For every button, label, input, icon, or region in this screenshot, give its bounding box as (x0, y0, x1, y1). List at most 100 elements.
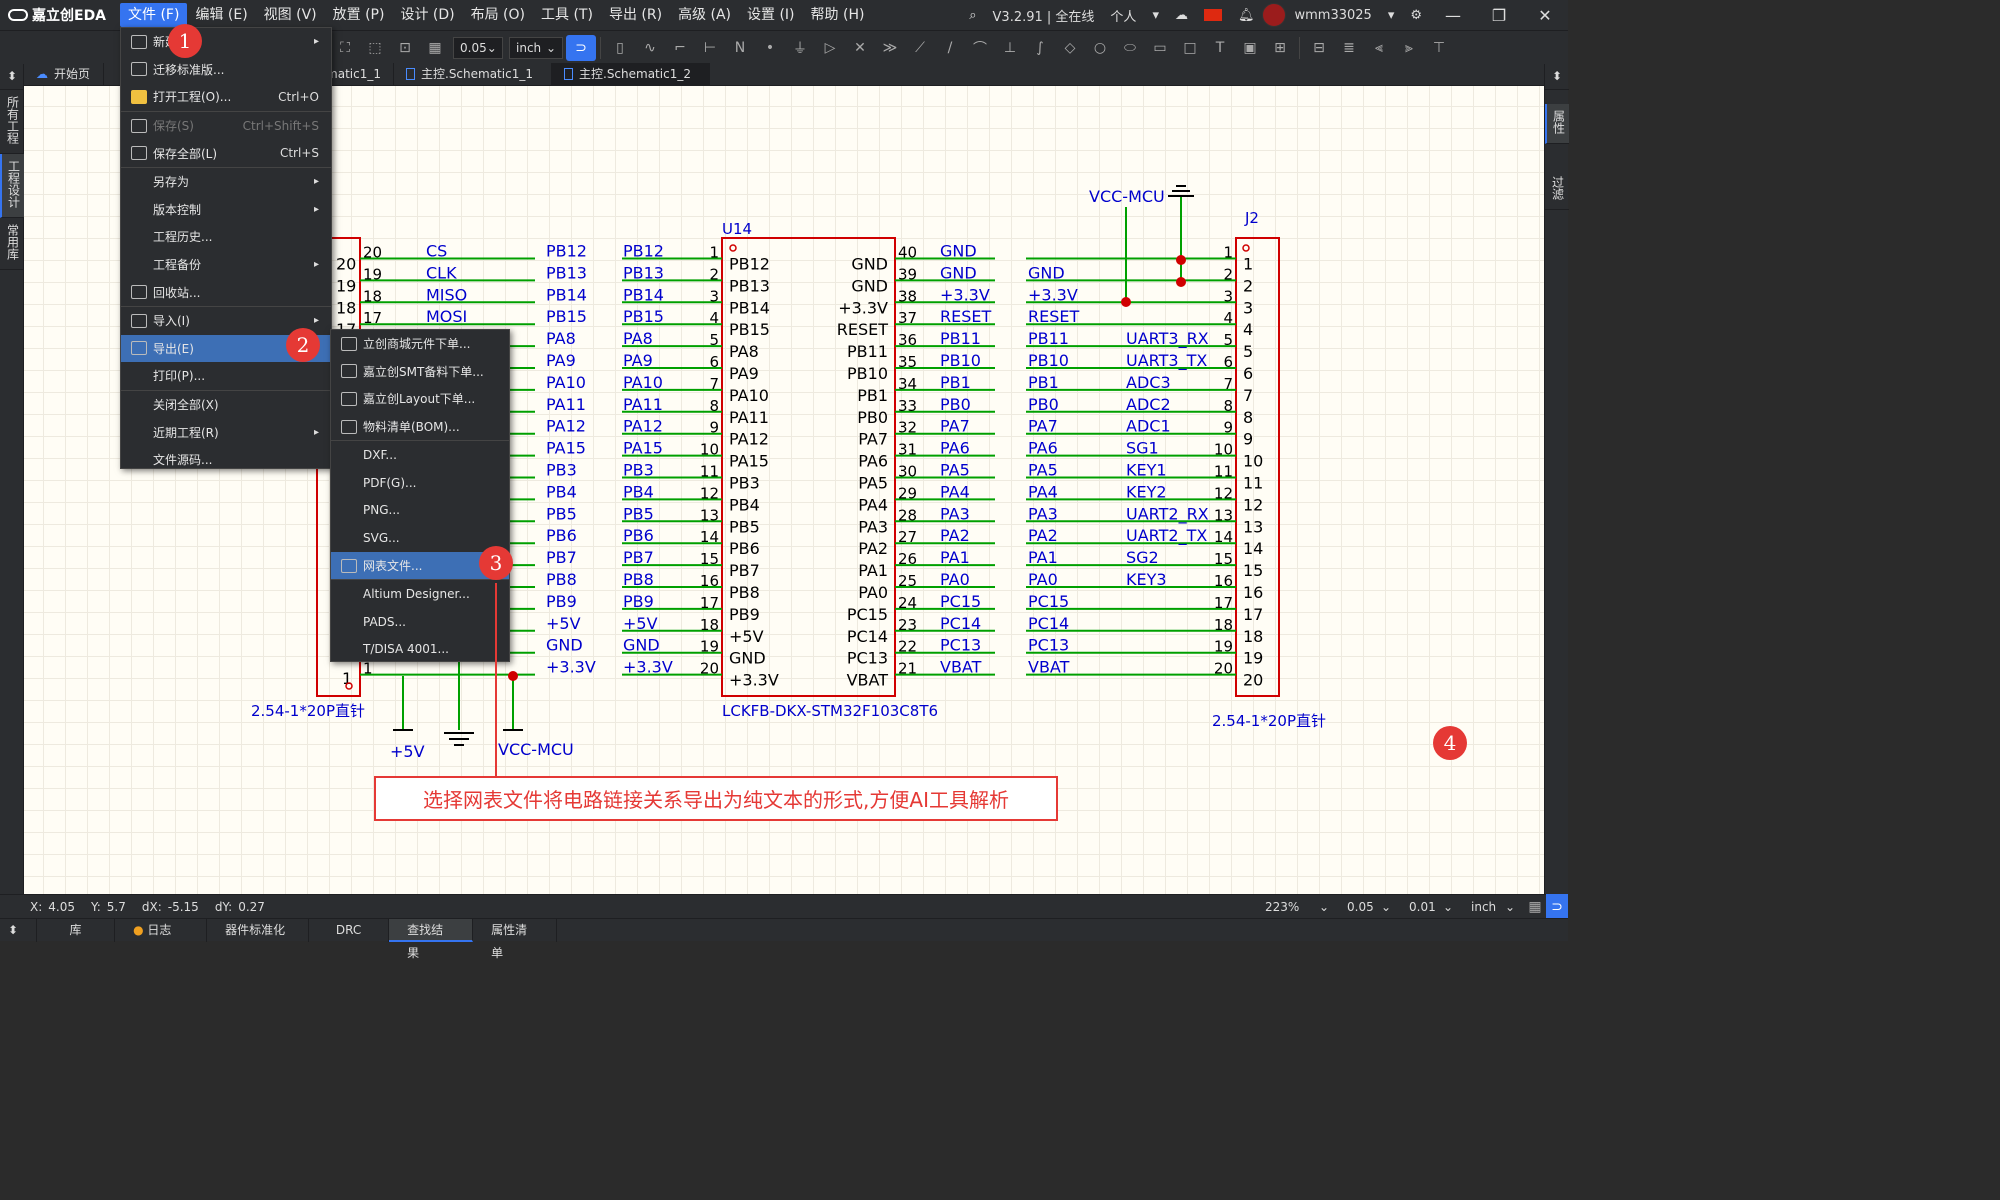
net-label[interactable]: PA8 (623, 329, 653, 348)
annotate-icon[interactable]: ⊟ (1313, 39, 1325, 56)
snap-toggle-icon[interactable]: ⊃ (1546, 893, 1568, 920)
frame-icon[interactable]: ▭ (1153, 39, 1167, 56)
net-label[interactable]: GND (623, 636, 660, 655)
power-icon[interactable]: ⏚ (793, 40, 807, 57)
export-menu-item-7[interactable]: SVG... (331, 524, 509, 552)
menu-7[interactable]: 导出 (R) (608, 7, 663, 23)
net-label[interactable]: PA2 (940, 526, 970, 545)
file-menu-item-0[interactable]: 新建▸ (121, 28, 331, 56)
btab-library[interactable]: 库 (37, 918, 116, 942)
menu-10[interactable]: 帮助 (H) (810, 7, 865, 23)
net-label[interactable]: PB11 (1028, 329, 1069, 348)
file-menu-item-15[interactable]: 文件源码... (121, 446, 331, 474)
signal-label[interactable]: KEY1 (1126, 461, 1167, 480)
restore-icon[interactable]: ❐ (1491, 5, 1507, 25)
chevron-down-icon[interactable]: ▾ (1152, 7, 1159, 23)
file-menu-item-5[interactable]: 另存为▸ (121, 168, 331, 196)
net-label[interactable]: PA1 (1028, 548, 1058, 567)
btab-drc[interactable]: DRC (309, 918, 390, 942)
bell-icon[interactable]: 🔔︎ (1237, 7, 1255, 23)
netlabel-icon[interactable]: N (734, 39, 746, 56)
menu-1[interactable]: 编辑 (E) (195, 7, 248, 23)
signal-label[interactable]: SG1 (1126, 439, 1159, 458)
file-menu-item-7[interactable]: 工程历史... (121, 223, 331, 251)
menu-6[interactable]: 工具 (T) (541, 7, 593, 23)
net-label[interactable]: +3.3V (1028, 285, 1078, 304)
net-label[interactable]: PB3 (546, 461, 577, 480)
j2-body[interactable] (1235, 237, 1280, 697)
pin-icon[interactable]: ⊥ (1003, 39, 1017, 56)
tab-start-page[interactable]: ☁开始页 (24, 63, 104, 85)
net-label[interactable]: PA4 (940, 482, 970, 501)
net-label[interactable]: PA9 (623, 351, 653, 370)
username[interactable]: wmm33025 (1294, 7, 1372, 23)
net-label[interactable]: PA8 (546, 329, 576, 348)
net-label[interactable]: PA10 (623, 373, 663, 392)
net-label[interactable]: PA6 (940, 439, 970, 458)
net-label[interactable]: PC13 (940, 636, 981, 655)
menu-4[interactable]: 设计 (D) (400, 7, 455, 23)
signal-label[interactable]: UART2_RX (1126, 504, 1209, 524)
export-menu-item-4[interactable]: DXF... (331, 441, 509, 469)
align-top-icon[interactable]: ⊤ (1432, 39, 1446, 56)
signal-label[interactable]: KEY2 (1126, 482, 1167, 501)
net-label[interactable]: PB14 (623, 285, 664, 304)
signal-label[interactable]: MISO (426, 285, 467, 304)
file-menu-item-4[interactable]: 保存全部(L)Ctrl+S (121, 139, 331, 167)
file-menu-item-1[interactable]: 迁移标准版... (121, 56, 331, 84)
net-label[interactable]: GND (940, 242, 977, 261)
snap-icon[interactable]: ⊃ (566, 34, 596, 61)
right-tab-properties[interactable]: 属性 (1545, 104, 1569, 144)
arc-icon[interactable]: ⌒ (973, 40, 987, 57)
right-tab-filter[interactable]: 过滤 (1545, 170, 1569, 210)
left-tab-project-design[interactable]: 工程设计 (0, 154, 24, 218)
port-icon[interactable]: ▷ (824, 39, 836, 56)
pin-panel-icon[interactable]: ⬍ (0, 64, 24, 90)
net-label[interactable]: PB10 (940, 351, 981, 370)
align-right-icon[interactable]: ⫸ (1405, 39, 1413, 56)
export-menu-item-9[interactable]: Altium Designer... (331, 580, 509, 608)
menu-0[interactable]: 文件 (F) (120, 3, 188, 27)
net-label[interactable]: +5V (623, 614, 658, 633)
net-label[interactable]: PA3 (1028, 504, 1058, 523)
rectangle-icon[interactable]: □ (1183, 39, 1197, 56)
grid1-select[interactable]: 0.05⌄ (1341, 896, 1397, 918)
file-menu-item-10[interactable]: 导入(I)▸ (121, 307, 331, 335)
net-label[interactable]: GND (1028, 263, 1065, 282)
net-label[interactable]: PB13 (623, 263, 664, 282)
circle-icon[interactable]: ○ (1093, 39, 1107, 56)
signal-label[interactable]: UART2_TX (1126, 526, 1207, 546)
menu-2[interactable]: 视图 (V) (263, 7, 317, 23)
signal-label[interactable]: KEY3 (1126, 570, 1167, 589)
net-label[interactable]: GND (546, 636, 583, 655)
net-label[interactable]: PB0 (1028, 395, 1059, 414)
image-icon[interactable]: ▣ (1243, 39, 1257, 56)
text-icon[interactable]: T (1215, 39, 1225, 56)
chevron-down-icon[interactable]: ▾ (1387, 7, 1395, 23)
file-menu-item-2[interactable]: 打开工程(O)...Ctrl+O (121, 83, 331, 111)
export-menu-item-0[interactable]: 立创商城元件下单... (331, 330, 509, 358)
zoom-area-icon[interactable]: ⬚ (368, 39, 382, 56)
close-icon[interactable]: ✕ (1538, 5, 1552, 25)
file-menu-item-6[interactable]: 版本控制▸ (121, 196, 331, 224)
signal-label[interactable]: UART3_TX (1126, 351, 1207, 371)
net-label[interactable]: VBAT (940, 658, 982, 677)
grid-toggle-icon[interactable]: ▦ (1528, 898, 1542, 915)
net-label[interactable]: PA7 (1028, 417, 1058, 436)
grid-icon[interactable]: ▦ (428, 39, 442, 56)
btab-log[interactable]: ● 日志 (115, 918, 208, 942)
net-label[interactable]: PB5 (546, 504, 577, 523)
net-label[interactable]: PA15 (623, 439, 663, 458)
btab-property-list[interactable]: 属性清单 (473, 918, 558, 960)
net-label[interactable]: PB10 (1028, 351, 1069, 370)
file-menu-item-9[interactable]: 回收站... (121, 278, 331, 306)
net-label[interactable]: PB6 (623, 526, 654, 545)
menu-8[interactable]: 高级 (A) (678, 7, 732, 23)
china-flag-icon[interactable] (1203, 9, 1222, 21)
fit-icon[interactable]: ⛶ (340, 39, 350, 56)
file-menu-item-14[interactable]: 近期工程(R)▸ (121, 418, 331, 446)
net-label[interactable]: PA11 (623, 395, 663, 414)
net-label[interactable]: GND (940, 263, 977, 282)
net-label[interactable]: PB11 (940, 329, 981, 348)
net-label[interactable]: PC15 (1028, 592, 1069, 611)
